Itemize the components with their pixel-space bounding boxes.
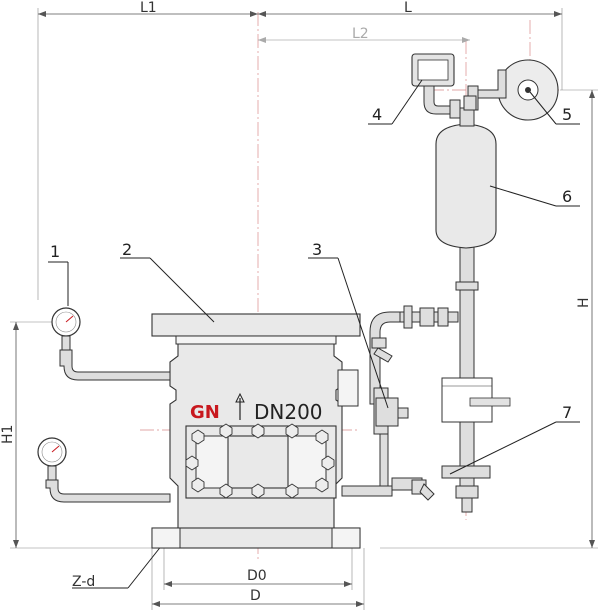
dim-L2-label: L2 — [352, 26, 369, 42]
callout-4: 4 — [372, 105, 382, 124]
callout-1: 1 — [50, 242, 60, 261]
dim-L1-label: L1 — [140, 0, 157, 16]
retard-chamber — [435, 107, 497, 249]
lower-pressure-gauge — [37, 437, 171, 503]
upper-pressure-gauge — [51, 307, 171, 381]
callout-2: 2 — [122, 240, 132, 259]
callout-5: 5 — [562, 105, 572, 124]
cover-bolts — [185, 423, 335, 499]
valve-size-label: DN200 — [254, 400, 323, 424]
flow-arrow-icon — [235, 392, 245, 420]
dim-L-label: L — [404, 0, 412, 16]
h1-dimension: H1 — [0, 321, 160, 549]
bottom-dimensions: D0 D Z-d — [72, 539, 365, 610]
dim-D-label: D — [250, 588, 261, 604]
callouts: 1 2 3 4 5 6 7 — [48, 79, 580, 475]
brand-logo: GN — [190, 402, 220, 423]
dim-D0-label: D0 — [247, 568, 267, 584]
dim-H-label: H — [576, 297, 592, 308]
dim-Zd-label: Z-d — [72, 574, 95, 590]
dim-H1-label: H1 — [0, 425, 16, 444]
alarm-line — [441, 239, 511, 513]
valve-body: GN DN200 — [151, 313, 361, 549]
trim-piping — [341, 305, 459, 501]
top-dimensions: L1 L L2 — [37, 0, 563, 300]
callout-6: 6 — [562, 187, 572, 206]
callout-3: 3 — [312, 240, 322, 259]
alarm-devices — [411, 53, 559, 121]
height-dimension: H — [380, 89, 598, 549]
callout-7: 7 — [562, 403, 572, 422]
